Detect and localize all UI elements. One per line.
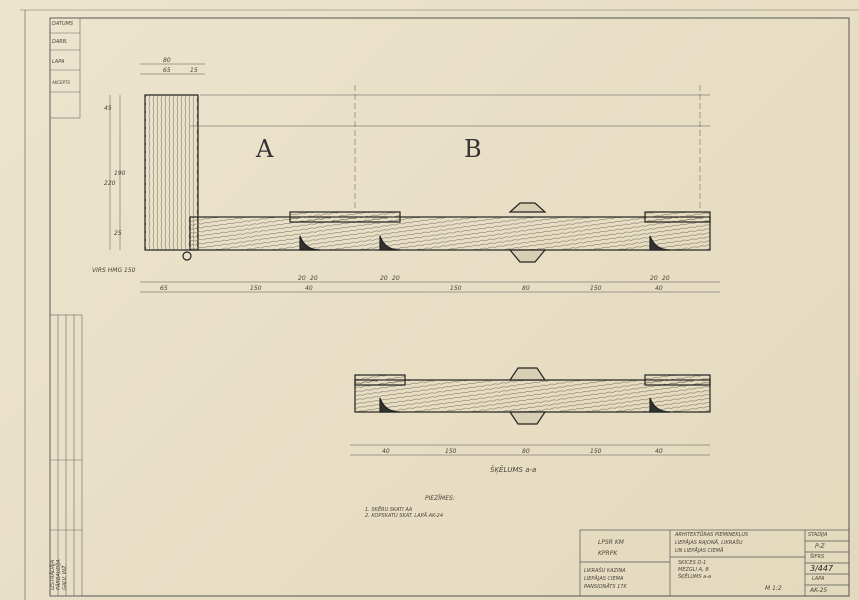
- dim-small-1: 20: [310, 275, 318, 282]
- dim-bottom-6: 40: [655, 285, 663, 292]
- notes-title: PIEZĪMES:: [425, 495, 455, 502]
- dim-bottom-3: 150: [450, 285, 462, 292]
- stadija-label: STADIJA: [808, 532, 828, 538]
- section-lower: [354, 367, 711, 425]
- stamp-label: LAPA: [52, 59, 65, 65]
- section-caption: ŠĶĒLUMS a-a: [490, 465, 536, 474]
- dim-left-3: 25: [114, 230, 122, 237]
- org-line: KPRPK: [598, 550, 618, 557]
- stamp-label: DATUMS: [52, 21, 74, 27]
- notes: PIEZĪMES: 1. SKĒRU SKATI AA 2. KOPSKATU …: [365, 495, 455, 519]
- object-line: LIKRAŠU KAZINA: [584, 568, 626, 574]
- side-label: VIRS HMG 150: [92, 267, 136, 274]
- note-item: 2. KOPSKATU SKAT. LAPĀ AK-24: [365, 513, 444, 519]
- dim-lower-2: 80: [522, 448, 530, 455]
- content-line: ŠĶĒLUMS a-a: [678, 574, 712, 580]
- stamp-label: DARB.: [52, 39, 68, 45]
- dim-left-1: 220: [104, 180, 116, 187]
- signature-grid: [49, 314, 83, 597]
- dim-top-0: 80: [163, 57, 171, 64]
- dim-small-0: 20: [298, 275, 306, 282]
- side-stamp: [49, 17, 81, 119]
- scale: M 1:2: [765, 585, 782, 592]
- title-block-frame: [579, 529, 850, 597]
- dim-bottom-2: 40: [305, 285, 313, 292]
- dim-bottom-4: 80: [522, 285, 530, 292]
- project-line: UN LIEPĀJAS CIEMĀ: [675, 548, 724, 554]
- stadija-value: P-Z: [815, 543, 825, 550]
- dim-small-2: 20: [380, 275, 388, 282]
- dim-bottom-0: 65: [160, 285, 168, 292]
- dim-small-4: 20: [650, 275, 658, 282]
- dim-small-3: 20: [392, 275, 400, 282]
- dim-left-2: 190: [114, 170, 126, 177]
- section-label-b: B: [464, 135, 482, 163]
- dim-small-5: 20: [662, 275, 670, 282]
- dim-top-1: 65: [163, 67, 171, 74]
- sifrs-value: 3/447: [810, 564, 834, 573]
- note-item: 1. SKĒRU SKATI AA: [365, 507, 413, 513]
- object-line: PANSIONĀTS 17K: [584, 584, 627, 590]
- sifrs-label: ŠIFRS: [810, 554, 825, 560]
- stamp-label: AKCEPTS: [52, 80, 70, 85]
- section-label-a: A: [256, 135, 274, 163]
- dim-top-2: 15: [190, 67, 198, 74]
- project-line: ARHITEKTŪRAS PIEMINEKĻUS: [675, 532, 749, 538]
- dim-lower-0: 40: [382, 448, 390, 455]
- dim-bottom-5: 150: [590, 285, 602, 292]
- dim-lower-1: 150: [445, 448, 457, 455]
- content-line: MEZGLI A, B: [678, 567, 709, 573]
- sheet-frame: [20, 9, 859, 600]
- content-line: SKICES D-1: [678, 560, 707, 566]
- section-upper: [144, 94, 711, 263]
- lapa-label: LAPA: [812, 576, 825, 582]
- object-line: LIEPĀJAS CIEMA: [584, 576, 624, 582]
- org-line: LPSR KM: [598, 539, 624, 546]
- dimension-labels: 80 65 15 45 220 190 25 65 150 40 150 80 …: [92, 57, 670, 474]
- side-signatures: IZSTRĀDĀJA PĀRBAUDĪJA GALV. INŽ.: [50, 559, 68, 590]
- dim-left-0: 45: [104, 105, 112, 112]
- signature-label: GALV. INŽ.: [62, 564, 68, 590]
- dimension-lines: [109, 63, 720, 456]
- dim-lower-4: 40: [655, 448, 663, 455]
- project-line: LIEPĀJAS RAJONĀ, LIKRAŠU: [675, 540, 743, 546]
- dim-bottom-1: 150: [250, 285, 262, 292]
- dim-lower-3: 150: [590, 448, 602, 455]
- lapa-value: AK-25: [810, 587, 828, 594]
